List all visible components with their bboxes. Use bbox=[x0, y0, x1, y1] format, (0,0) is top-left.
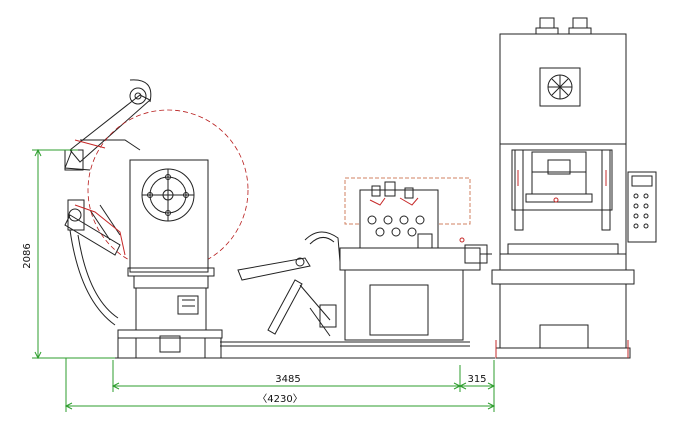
overall-length-label: 〈4230〉 bbox=[257, 393, 302, 405]
decoiler-body bbox=[117, 159, 223, 359]
dimension-lines bbox=[32, 148, 496, 412]
loop-arm bbox=[237, 231, 341, 337]
press-red-marks bbox=[495, 170, 629, 358]
height-dimension-label: 2086 bbox=[22, 243, 33, 268]
press-machine bbox=[491, 17, 657, 359]
base-rail bbox=[113, 341, 495, 359]
decoiler bbox=[64, 79, 152, 326]
gap-dimension-label: 315 bbox=[467, 374, 486, 385]
feeder-length-label: 3485 bbox=[275, 374, 300, 385]
straightener-feeder bbox=[339, 177, 492, 341]
coil-outline bbox=[87, 109, 249, 271]
tension-arm-detail bbox=[74, 139, 126, 256]
